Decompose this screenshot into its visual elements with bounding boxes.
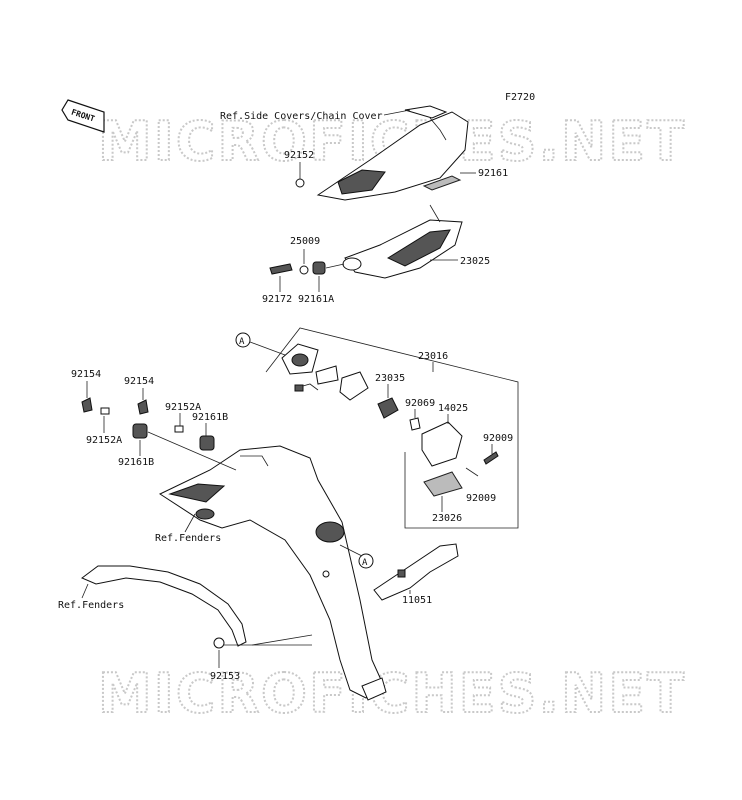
grommet-92161A [312,261,326,275]
bolt-92154-b [137,399,149,415]
part-92152-top: 92152 [284,150,314,161]
part-25009: 25009 [290,236,320,247]
collar-92152A-a [100,407,110,415]
part-14025: 14025 [438,403,468,414]
bolt-92153 [213,637,225,649]
part-92172: 92172 [262,294,292,305]
part-92161B-b: 92161B [192,412,228,423]
screw-92009-a [483,451,499,465]
part-92152A-b: 92152A [165,402,201,413]
part-11051: 11051 [402,595,432,606]
part-92161B-a: 92161B [118,457,154,468]
part-92154-b: 92154 [124,376,154,387]
lower-fender-stay [81,565,247,647]
ref-fenders-a: Ref.Fenders [155,533,221,544]
callout-a-bottom [358,553,374,569]
diagram-code: F2720 [505,92,535,103]
callout-a-top [235,332,251,348]
part-92009-b: 92009 [466,493,496,504]
washer-25009 [299,265,309,275]
part-23035: 23035 [375,373,405,384]
part-23025: 23025 [460,256,490,267]
front-arrow-icon: FRONT [61,99,105,133]
bracket-hole [397,569,406,578]
lens-23026 [423,471,463,497]
watermark-top: MICROFICHES.NET [98,110,686,173]
damper-92161 [422,175,462,191]
part-92154-a: 92154 [71,369,101,380]
license-lamp-housing [281,343,369,401]
ref-side-covers: Ref.Side Covers/Chain Cover [220,111,383,122]
part-23016: 23016 [418,351,448,362]
part-92153: 92153 [210,671,240,682]
washer-92152 [295,178,305,188]
bolt-92172 [269,263,293,275]
socket-23035 [377,397,399,419]
rear-fender-bracket [158,445,387,701]
part-92009-a: 92009 [483,433,513,444]
tail-light-23025 [342,204,463,279]
callout-a-bottom-label: A [362,558,368,568]
collar-92152A-b [174,425,184,433]
part-92161-top: 92161 [478,168,508,179]
part-23026: 23026 [432,513,462,524]
bolt-92154-a [81,397,93,413]
bracket-11051 [373,543,459,601]
ref-fenders-b: Ref.Fenders [58,600,124,611]
grommet-92161B-a [132,423,148,439]
part-92152A-a: 92152A [86,435,122,446]
cover-14025 [421,421,463,467]
part-92161A-top: 92161A [298,294,334,305]
part-92069: 92069 [405,398,435,409]
callout-a-top-label: A [239,337,245,347]
tail-cowl [316,105,469,201]
grommet-92161B-b [199,435,215,451]
watermark-bottom: MICROFICHES.NET [98,662,686,725]
bulb-92069 [409,417,421,431]
assembly-box [265,327,519,529]
